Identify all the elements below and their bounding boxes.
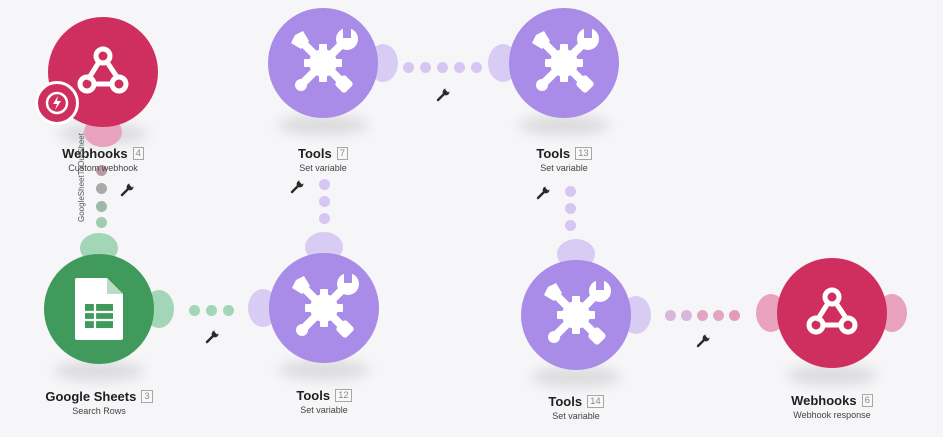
google-sheets-3-circle[interactable]: [44, 254, 154, 364]
connection-dot: [728, 309, 740, 321]
google-sheets-icon: [75, 278, 123, 340]
webhook-icon: [806, 287, 858, 335]
webhook-icon: [77, 46, 129, 94]
module-subtitle: Set variable: [552, 411, 600, 421]
module-title: Google Sheets: [45, 389, 137, 404]
module-subtitle: Custom webhook: [68, 163, 138, 173]
module-subtitle: Set variable: [300, 405, 348, 415]
connection-dot: [318, 195, 330, 207]
connection-dot: [205, 304, 217, 316]
module-label: Tools 14 Set variable: [476, 394, 676, 421]
connection-dot: [680, 309, 692, 321]
module-index: 13: [575, 147, 592, 160]
module-index: 3: [141, 390, 153, 403]
connection-dot: [222, 304, 234, 316]
webhooks-6-circle[interactable]: [777, 258, 887, 368]
module-subtitle: Set variable: [540, 163, 588, 173]
connection-dot: [318, 212, 330, 224]
module-index: 7: [336, 147, 348, 160]
wrench-icon[interactable]: [436, 87, 451, 102]
module-title: Tools: [296, 388, 331, 403]
module-label: Webhooks 6 Webhook response: [732, 393, 932, 420]
connection-dot: [318, 178, 330, 190]
module-title: Webhooks: [62, 146, 128, 161]
wrench-icon[interactable]: [536, 185, 551, 200]
wrench-icon[interactable]: [290, 179, 305, 194]
connection-dot: [402, 61, 414, 73]
route-label: GoogleSheetToOutSheet: [77, 133, 86, 222]
trigger-badge[interactable]: [35, 81, 79, 125]
connection-dot: [95, 216, 107, 228]
wrench-icon[interactable]: [205, 329, 220, 344]
tools-7-circle[interactable]: [268, 8, 378, 118]
connection-dot: [95, 164, 107, 176]
module-shadow: [54, 361, 144, 381]
module-shadow: [787, 365, 877, 385]
connection-dot: [564, 202, 576, 214]
module-subtitle: Set variable: [299, 163, 347, 173]
connection-dot: [470, 61, 482, 73]
connection-dot: [712, 309, 724, 321]
connection-dot: [419, 61, 431, 73]
module-subtitle: Webhook response: [793, 410, 871, 420]
module-title: Tools: [536, 146, 571, 161]
module-index: 6: [861, 394, 873, 407]
module-label: Tools 7 Set variable: [223, 146, 423, 173]
lightning-bolt-icon: [45, 91, 69, 115]
connection-dot: [564, 219, 576, 231]
module-shadow: [519, 115, 609, 135]
wrench-icon[interactable]: [696, 333, 711, 348]
module-shadow: [279, 360, 369, 380]
wrench-icon[interactable]: [120, 182, 135, 197]
connection-dot: [95, 182, 107, 194]
module-title: Webhooks: [791, 393, 857, 408]
module-title: Tools: [298, 146, 332, 161]
connection-dot: [696, 309, 708, 321]
connection-dot: [664, 309, 676, 321]
connection-dot: [188, 304, 200, 316]
module-label: Tools 12 Set variable: [224, 388, 424, 415]
module-subtitle: Search Rows: [72, 406, 126, 416]
module-title: Tools: [548, 394, 583, 409]
connection-dot: [95, 200, 107, 212]
tools-12-circle[interactable]: [269, 253, 379, 363]
tools-14-circle[interactable]: [521, 260, 631, 370]
module-index: 4: [132, 147, 144, 160]
webhooks-4-circle[interactable]: [48, 17, 158, 127]
tools-13-circle[interactable]: [509, 8, 619, 118]
module-label: Google Sheets 3 Search Rows: [0, 389, 199, 416]
connection-dot: [436, 61, 448, 73]
connection-dot: [564, 185, 576, 197]
module-label: Tools 13 Set variable: [464, 146, 664, 173]
module-index: 14: [587, 395, 604, 408]
module-shadow: [531, 367, 621, 387]
connection-dot: [453, 61, 465, 73]
module-index: 12: [335, 389, 352, 402]
module-shadow: [278, 115, 368, 135]
module-label: Webhooks 4 Custom webhook: [3, 146, 203, 173]
